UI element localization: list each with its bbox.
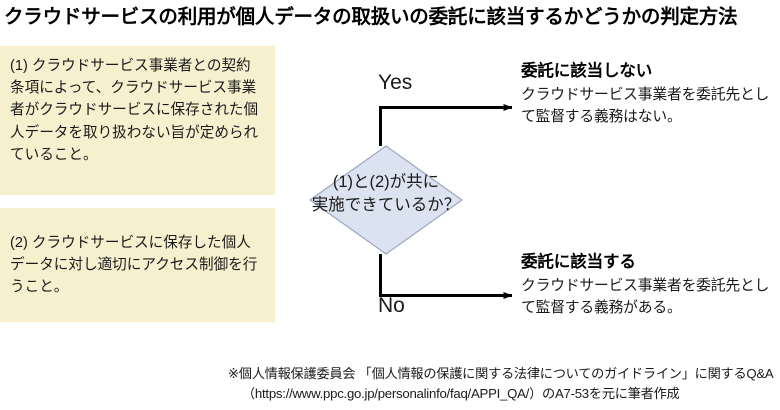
condition-box-1: (1) クラウドサービス事業者との契約条項によって、クラウドサービス事業者がクラ… (0, 46, 275, 195)
page-title: クラウドサービスの利用が個人データの取扱いの委託に該当するかどうかの判定方法 (4, 6, 738, 28)
branch-label-no: No (378, 294, 405, 317)
footnote: ※個人情報保護委員会 「個人情報の保護に関する法律についてのガイドライン」に関す… (228, 364, 780, 405)
outcome-no: 委託に該当する クラウドサービス事業者を委託先として監督する義務がある。 (521, 252, 780, 319)
no-branch-connector (379, 254, 513, 299)
decision-diamond (308, 145, 464, 255)
outcome-yes-heading: 委託に該当しない (521, 62, 653, 80)
outcome-no-body: クラウドサービス事業者を委託先として監督する義務がある。 (521, 277, 770, 316)
decision-label: (1)と(2)が共に 実施できているか？ (311, 173, 461, 215)
outcome-yes-body: クラウドサービス事業者を委託先として監督する義務はない。 (521, 86, 770, 125)
yes-branch-connector (379, 104, 513, 146)
footnote-line-2: （https://www.ppc.go.jp/personalinfo/faq/… (242, 386, 680, 402)
footnote-line-1: ※個人情報保護委員会 「個人情報の保護に関する法律についてのガイドライン」に関す… (228, 366, 774, 381)
branch-label-yes: Yes (378, 71, 413, 94)
outcome-no-heading: 委託に該当する (521, 253, 636, 271)
outcome-yes: 委託に該当しない クラウドサービス事業者を委託先として監督する義務はない。 (521, 61, 780, 128)
condition-box-2: (2) クラウドサービスに保存した個人データに対し適切にアクセス制御を行うこと。 (0, 208, 275, 322)
